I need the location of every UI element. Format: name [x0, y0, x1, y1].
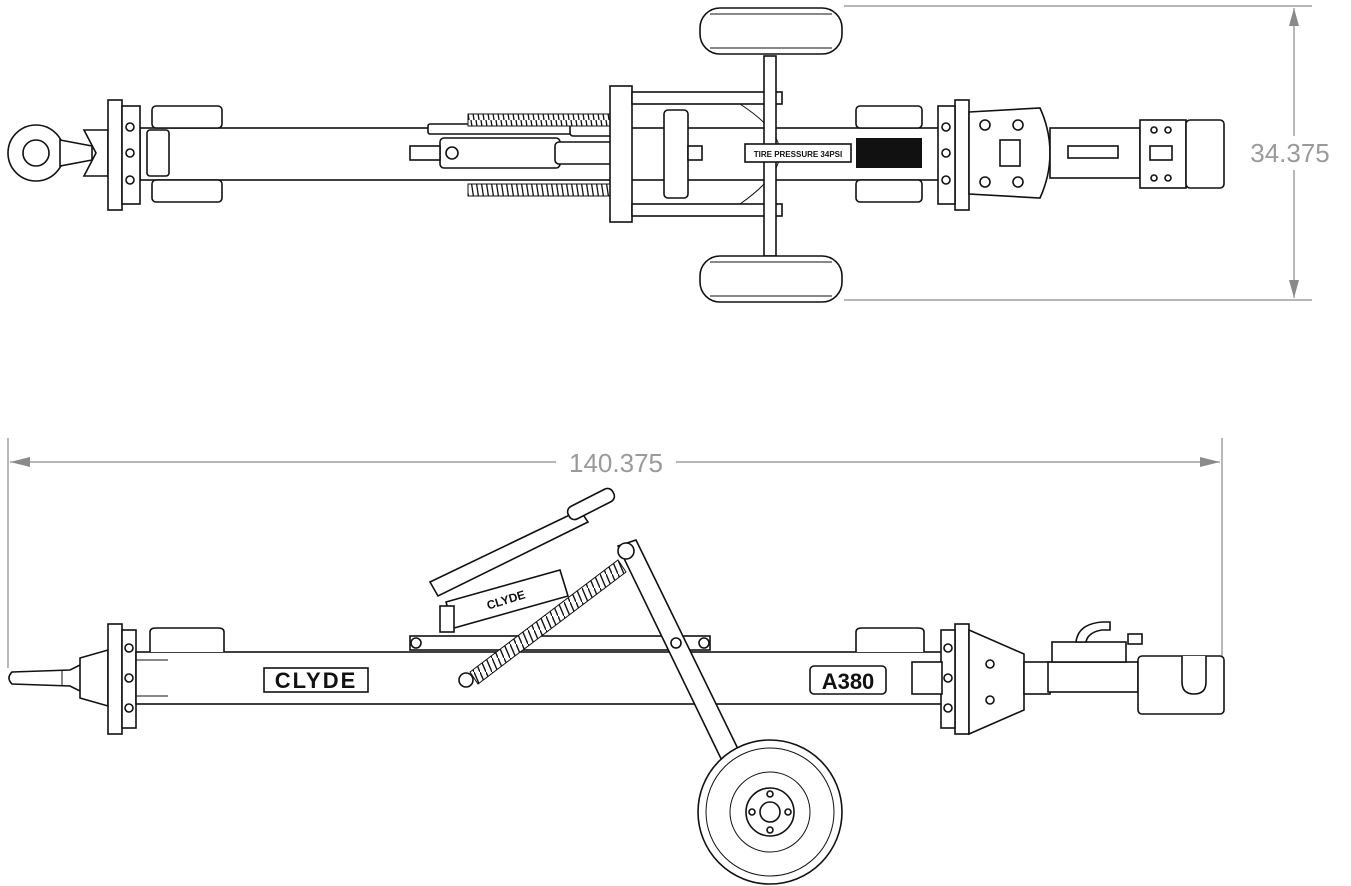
top-wheel-lower	[699, 255, 843, 303]
side-left-flange	[107, 623, 123, 735]
side-wheel	[697, 739, 843, 885]
tow-eye	[7, 124, 109, 182]
side-tow-eye	[8, 660, 87, 696]
width-dimension: 34.375	[844, 5, 1340, 301]
side-view: CLYDE A380 CLYDE	[8, 487, 1225, 885]
side-coupler	[1137, 655, 1225, 715]
tire-pressure-text: TIRE PRESSURE 34PSI	[754, 150, 842, 159]
model-badge-text: A380	[822, 669, 875, 694]
top-axle-arm-upper	[631, 91, 783, 105]
top-view: TIRE PRESSURE 34PSI	[7, 7, 1225, 303]
top-right-handle-upper	[855, 105, 923, 129]
top-left-handle-lower	[151, 179, 223, 203]
model-badge	[809, 665, 887, 695]
width-dimension-label: 34.375	[1250, 138, 1330, 168]
side-head-latch	[1051, 641, 1127, 663]
side-right-flange	[954, 623, 970, 735]
side-pump-handle	[428, 508, 590, 598]
side-pump-grip	[566, 487, 616, 521]
top-spring-upper	[467, 113, 619, 127]
top-right-flange	[954, 99, 970, 211]
top-left-handle-upper	[151, 105, 223, 129]
top-serial-plate	[146, 129, 170, 177]
top-spring-lower	[467, 183, 619, 197]
side-head-extension	[1047, 661, 1139, 693]
clyde-logo	[263, 667, 369, 693]
top-axle-mount	[609, 85, 633, 223]
side-left-handle	[149, 627, 225, 652]
warning-decal	[856, 138, 922, 168]
side-shear-head	[968, 628, 1025, 736]
top-right-handle-lower	[855, 179, 923, 203]
tire-pressure-decal	[744, 143, 852, 163]
top-axle-arm-lower	[631, 203, 783, 217]
side-right-handle	[855, 627, 925, 652]
top-left-flange	[107, 99, 123, 211]
top-wheel-upper	[699, 7, 843, 55]
length-dimension: 140.375	[7, 438, 1223, 668]
length-dimension-label: 140.375	[569, 448, 663, 478]
side-spring	[469, 559, 627, 685]
clyde-logo-text: CLYDE	[275, 668, 358, 693]
side-top-rail	[409, 635, 711, 651]
